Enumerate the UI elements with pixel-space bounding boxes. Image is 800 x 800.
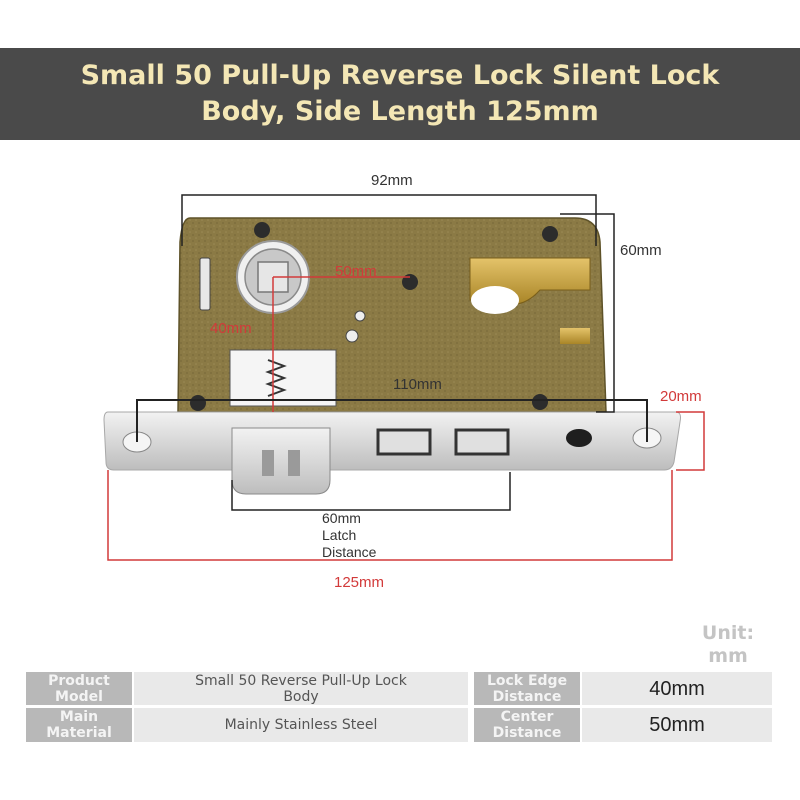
- dim-label-110mm: 110mm: [393, 376, 442, 393]
- screw: [402, 274, 418, 290]
- spec-header-center: Center Distance: [474, 708, 580, 742]
- dim-92mm: [181, 194, 597, 246]
- dim-label-60mm: 60mm: [620, 242, 662, 259]
- spec-header-lock-edge: Lock Edge Distance: [474, 672, 580, 705]
- dim-label-latch: 60mm Latch Distance: [322, 510, 377, 560]
- cylinder-hole: [471, 286, 519, 314]
- key-hole: [566, 429, 592, 447]
- spec-value-product-model: Small 50 Reverse Pull-Up Lock Body: [134, 672, 468, 705]
- screw: [190, 395, 206, 411]
- brass-tab: [560, 328, 590, 344]
- title-banner: Small 50 Pull-Up Reverse Lock Silent Loc…: [0, 48, 800, 140]
- spec-header-material: Main Material: [26, 708, 132, 742]
- small-hole: [345, 329, 359, 343]
- unit-label: Unit: mm: [701, 622, 755, 667]
- spring: [265, 359, 287, 397]
- spec-table: Product Model Small 50 Reverse Pull-Up L…: [26, 672, 772, 742]
- dim-125mm: [107, 470, 673, 561]
- dim-latch: [231, 472, 511, 511]
- dim-label-50mm: 50mm: [335, 263, 377, 280]
- latch: [231, 427, 331, 495]
- small-hole: [354, 310, 366, 322]
- spec-value-material: Mainly Stainless Steel: [134, 708, 468, 742]
- screw: [542, 226, 558, 242]
- screw: [254, 222, 270, 238]
- dim-label-125mm: 125mm: [334, 574, 385, 591]
- latch-slot: [262, 450, 274, 476]
- spec-header-product-model: Product Model: [26, 672, 132, 705]
- slot: [199, 257, 211, 311]
- bolt-slot: [454, 428, 510, 456]
- lock-diagram: 92mm 60mm 50mm 40mm 110mm 20mm 60mm Latc…: [0, 150, 800, 610]
- spec-value-center: 50mm: [582, 708, 772, 742]
- screw: [532, 394, 548, 410]
- page-title: Small 50 Pull-Up Reverse Lock Silent Loc…: [80, 60, 720, 127]
- lock-drawing: [103, 194, 705, 561]
- dim-label-92mm: 92mm: [371, 172, 413, 189]
- dim-label-20mm: 20mm: [660, 388, 702, 405]
- dim-60mm: [560, 213, 615, 413]
- spec-value-lock-edge: 40mm: [582, 672, 772, 705]
- bolt-slot: [376, 428, 432, 456]
- dim-label-40mm: 40mm: [210, 320, 252, 337]
- dim-20mm: [676, 411, 705, 471]
- dim-110mm: [136, 399, 648, 442]
- latch-slot: [288, 450, 300, 476]
